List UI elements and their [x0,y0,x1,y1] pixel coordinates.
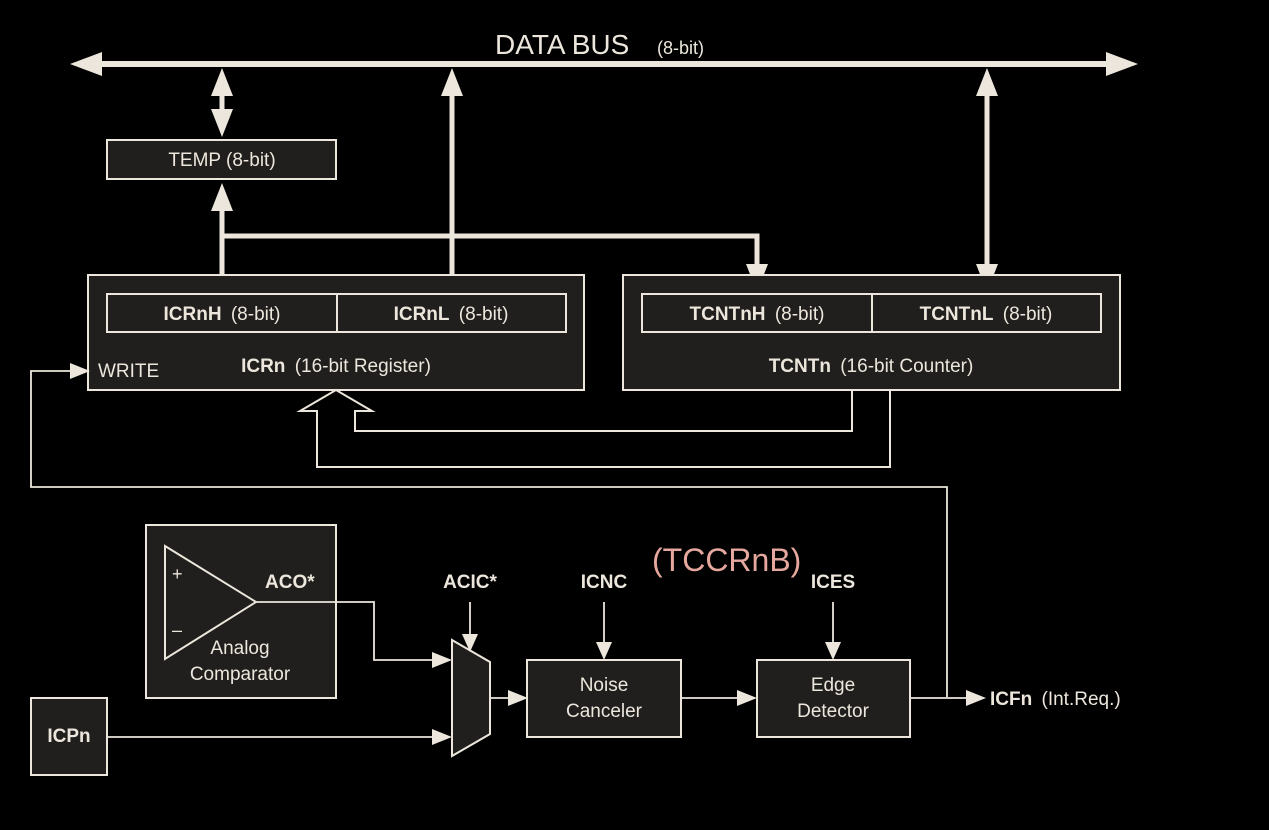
comparator-line1: Analog [210,638,269,659]
tcntl-name: TCNTnL [920,304,994,325]
edge-to-icf-line: ICFn (Int.Req.) [910,689,1121,710]
temp-register: TEMP (8-bit) [106,139,337,180]
bus-left-arrowhead [70,52,102,76]
icf-name: ICFn [990,689,1032,710]
comparator-line2: Comparator [190,664,291,685]
icrh-name: ICRnH [164,304,222,325]
tcnt-name: TCNTn [769,356,831,377]
acic-label: ACIC* [443,572,497,593]
svg-text:ICFn (Int.Req.): ICFn (Int.Req.) [990,689,1121,710]
bus-right-arrowhead [1106,52,1138,76]
temp-label: TEMP (8-bit) [168,150,275,171]
svg-text:TCNTnL (8-bit): TCNTnL (8-bit) [920,304,1053,325]
svg-text:ICRnL (8-bit): ICRnL (8-bit) [394,304,509,325]
edge-line2: Detector [797,701,869,722]
input-mux: ACIC* [443,572,498,758]
ices-label: ICES [811,572,855,593]
svg-text:TCNTn (16-bit Counter): TCNTn (16-bit Counter) [769,356,974,377]
icnc-label: ICNC [581,572,628,593]
analog-comparator: + – Analog Comparator ACO* [145,524,337,699]
bus-temp-link [211,68,233,137]
icpn-label: ICPn [47,726,90,747]
svg-text:ICRn (16-bit Register): ICRn (16-bit Register) [241,356,431,377]
tcnt-to-icr-hollow-arrow [296,388,891,468]
tccrnb-annotation: (TCCRnB) [652,542,801,578]
icpn-pin: ICPn [30,697,108,776]
tcnt-counter: TCNTnH (8-bit) TCNTnL (8-bit) TCNTn (16-… [622,274,1121,391]
mux-to-noise-line [490,690,528,706]
comparator-minus: – [172,620,182,640]
icrh-width: (8-bit) [231,304,281,325]
edge-detector: Edge Detector ICES [756,572,911,738]
tcnth-cell [641,293,873,333]
noise-canceler: Noise Canceler ICNC [526,572,682,738]
aco-label: ACO* [265,572,315,593]
bus-title: DATA BUS [495,29,629,60]
tcnth-name: TCNTnH [690,304,766,325]
comparator-plus: + [172,564,183,584]
svg-text:TCNTnH (8-bit): TCNTnH (8-bit) [690,304,825,325]
write-feedback-line [30,363,948,697]
svg-text:ICRnH (8-bit): ICRnH (8-bit) [164,304,281,325]
icrh-cell [106,293,338,333]
noise-line1: Noise [580,675,629,696]
aco-to-mux-line [256,601,452,668]
icr-name: ICRn [241,356,285,377]
data-bus: DATA BUS (8-bit) [70,29,1138,76]
noise-line2: Canceler [566,701,643,722]
icrl-cell [336,293,567,333]
noise-to-edge-line [681,690,757,706]
tcntl-width: (8-bit) [1003,304,1053,325]
edge-line1: Edge [811,675,855,696]
icr-register: ICRnH (8-bit) ICRnL (8-bit) ICRn (16-bit… [87,274,585,391]
icrl-bus-link [441,68,463,296]
tcnt-desc: (16-bit Counter) [840,356,973,377]
bus-tcntl-link [976,68,998,292]
bus-width: (8-bit) [657,38,704,58]
tcnth-width: (8-bit) [775,304,825,325]
icrl-width: (8-bit) [459,304,509,325]
icr-desc: (16-bit Register) [295,356,431,377]
op-amp-icon [164,544,258,661]
icrl-name: ICRnL [394,304,450,325]
write-label: WRITE [98,361,159,382]
icpn-to-mux-line [107,729,452,745]
icf-desc: (Int.Req.) [1042,689,1121,710]
tcntl-cell [871,293,1102,333]
